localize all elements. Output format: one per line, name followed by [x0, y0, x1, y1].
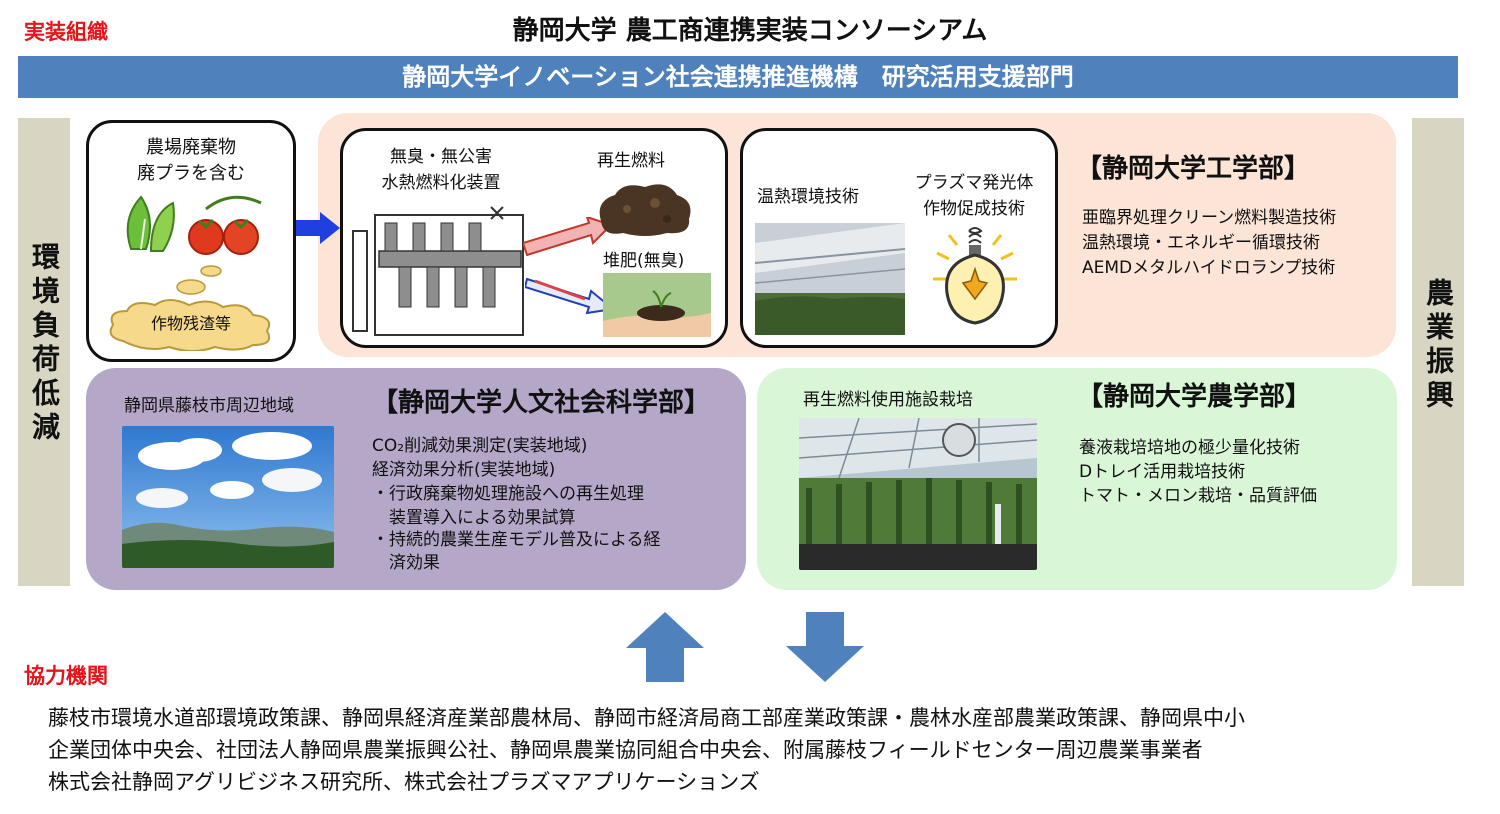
humanities-item-6: 済効果: [372, 553, 440, 573]
org-bar: 静岡大学イノベーション社会連携推進機構 研究活用支援部門: [18, 56, 1458, 98]
engineering-item-2: 温熱環境・エネルギー循環技術: [1082, 233, 1320, 253]
humanities-item-4: 装置導入による効果試算: [372, 508, 576, 528]
arrow-down-icon: [786, 612, 864, 682]
side-text-environment: 環境負荷低減: [28, 242, 61, 446]
humanities-region-label: 静岡県藤枝市周辺地域: [124, 396, 294, 416]
arrow-to-compost-icon: [525, 277, 615, 315]
compost-label: 堆肥(無臭): [603, 251, 685, 271]
cloud-label: 作物残渣等: [150, 314, 231, 333]
facility-cultivation-photo: [799, 418, 1037, 570]
arrow-up-icon: [626, 612, 704, 682]
implementing-org-label: 実装組織: [24, 20, 108, 44]
side-bar-environment: 環境負荷低減: [18, 118, 70, 586]
device-line2: 水熱燃料化装置: [381, 173, 501, 193]
tech-label-plasma-line1: プラズマ発光体: [914, 173, 1034, 193]
humanities-item-2: 経済効果分析(実装地域): [372, 460, 556, 480]
farm-waste-box: 農場廃棄物 廃プラを含む 作物残渣等: [86, 120, 296, 362]
greenhouse-photo: [755, 223, 905, 335]
humanities-heading: 【静岡大学人文社会科学部】: [372, 388, 711, 418]
agriculture-item-2: Dトレイ活用栽培技術: [1079, 462, 1246, 482]
vegetables-icon: [126, 195, 262, 255]
humanities-item-5: ・持続的農業生産モデル普及による経: [372, 530, 661, 550]
fuel-pile-icon: [599, 184, 691, 236]
side-text-agriculture: 農業振興: [1422, 278, 1455, 414]
cooperation-line-2: 企業団体中央会、社団法人静岡県農業振興公社、静岡県農業協同組合中央会、附属藤枝フ…: [48, 738, 1203, 762]
cloud-shape: [109, 299, 271, 351]
engineering-item-1: 亜臨界処理クリーン燃料製造技術: [1082, 208, 1337, 228]
agriculture-item-3: トマト・メロン栽培・品質評価: [1079, 486, 1317, 506]
cooperation-line-1: 藤枝市環境水道部環境政策課、静岡県経済産業部農林局、静岡市経済局商工部産業政策課…: [48, 706, 1245, 730]
cooperation-list: 藤枝市環境水道部環境政策課、静岡県経済産業部農林局、静岡市経済局商工部産業政策課…: [48, 702, 1488, 798]
cooperation-line-3: 株式会社静岡アグリビジネス研究所、株式会社プラズマアプリケーションズ: [48, 770, 760, 794]
humanities-item-1: CO₂削減効果測定(実装地域): [372, 436, 588, 456]
compost-hand-photo: [603, 273, 711, 337]
agriculture-item-1: 養液栽培培地の極少量化技術: [1079, 438, 1300, 458]
reactor-device-icon: [352, 206, 524, 336]
tech-label-heat: 温熱環境技術: [757, 187, 859, 207]
agriculture-heading: 【静岡大学農学部】: [1077, 382, 1312, 412]
agriculture-panel: 再生燃料使用施設栽培 【静岡大学農学部】 養液栽培培地の極少量化技術 Dトレイ活…: [757, 368, 1397, 590]
cooperation-label: 協力機関: [24, 664, 108, 688]
tech-label-plasma-line2: 作物促成技術: [923, 199, 1025, 219]
page-title: 静岡大学 農工商連携実装コンソーシアム: [512, 16, 988, 46]
tech-box: 温熱環境技術 プラズマ発光体 作物促成技術: [740, 128, 1058, 348]
side-bar-agriculture: 農業振興: [1412, 118, 1464, 586]
light-bulb-icon: [933, 227, 1017, 325]
humanities-panel: 静岡県藤枝市周辺地域 【静岡大学人文社会科学部】 CO₂削減効果測定(実装地域)…: [86, 368, 746, 590]
engineering-heading: 【静岡大学工学部】: [1076, 154, 1311, 184]
agriculture-photo-label: 再生燃料使用施設栽培: [803, 390, 973, 410]
farm-waste-line1: 農場廃棄物: [146, 137, 236, 158]
arrow-to-fuel-icon: [523, 217, 613, 257]
humanities-item-3: ・行政廃棄物処理施設への再生処理: [372, 484, 644, 504]
arrow-right-icon: [296, 212, 340, 244]
engineering-item-3: AEMDメタルハイドロランプ技術: [1082, 258, 1336, 278]
farm-waste-line2: 廃プラを含む: [137, 163, 245, 184]
fuel-label: 再生燃料: [597, 151, 665, 171]
device-line1: 無臭・無公害: [390, 147, 492, 167]
thought-bubbles-icon: [176, 265, 222, 295]
device-box: 無臭・無公害 水熱燃料化装置 再生燃料 堆肥(無臭): [340, 128, 728, 348]
fujieda-landscape-photo: [122, 426, 334, 568]
